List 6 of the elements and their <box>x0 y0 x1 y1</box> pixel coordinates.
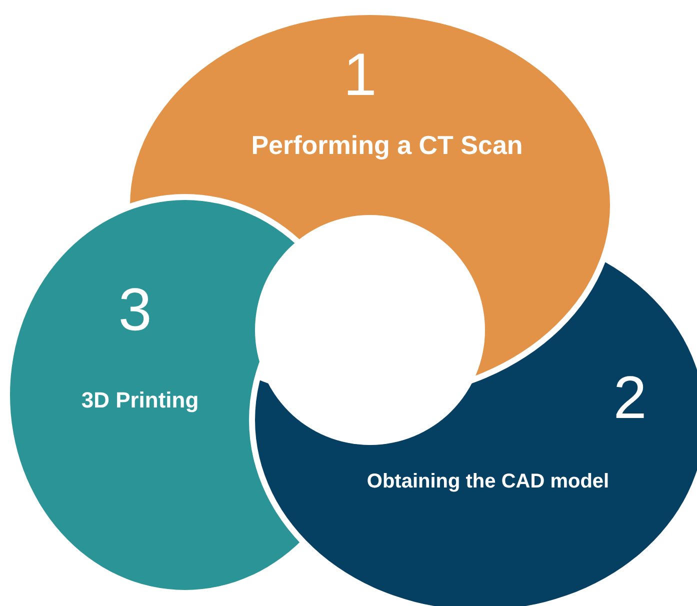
step-number: 2 <box>613 368 647 428</box>
step-label: Obtaining the CAD model <box>366 470 610 494</box>
step-label: Performing a CT Scan <box>250 128 524 162</box>
step-label: 3D Printing <box>80 386 200 414</box>
step-number: 3 <box>118 280 152 340</box>
step-number: 1 <box>343 45 377 105</box>
